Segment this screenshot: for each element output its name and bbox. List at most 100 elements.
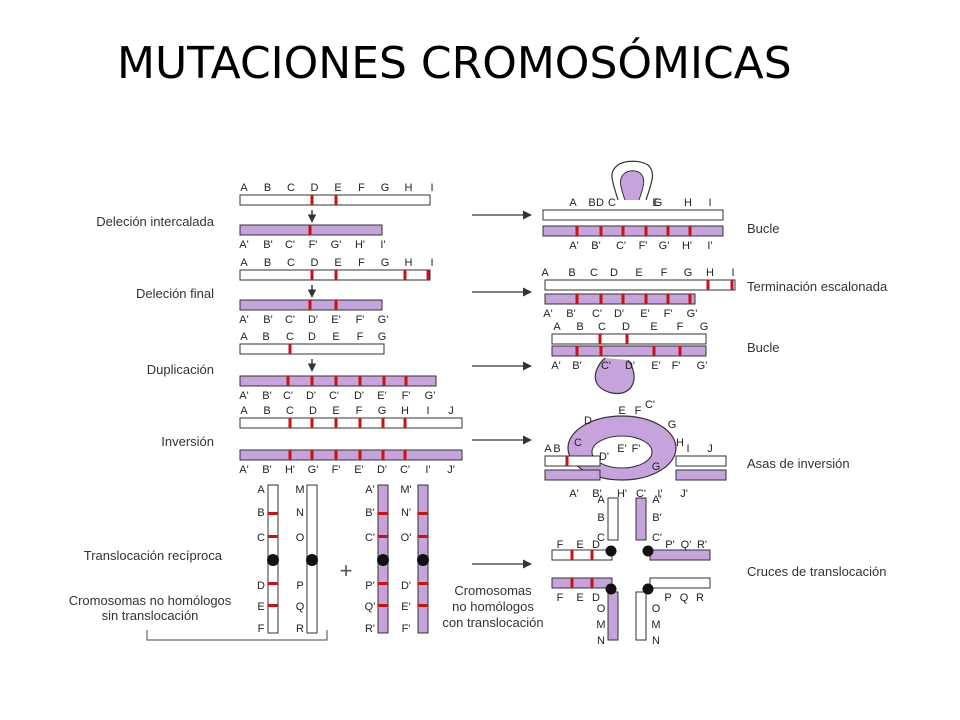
r2-bottom-gene-0: A' [239, 314, 248, 326]
r1-res-bottom-gene-5: H' [682, 240, 692, 252]
r1-bottom-gene-4: G' [331, 239, 342, 251]
r4-top-gene-9: J [448, 405, 454, 417]
r2-top-gene-1: B [264, 257, 271, 269]
r1-bottom-gene-0: A' [239, 239, 248, 251]
r2-bottom-band-0 [308, 300, 312, 310]
r3-res-top-band-1 [625, 334, 629, 344]
c-band-2 [268, 582, 278, 585]
r4-bottom-gene-1: B' [262, 464, 271, 476]
r2-bottom-gene-5: F' [356, 314, 365, 326]
r2-res-bottom-band-3 [644, 294, 648, 304]
x-low-4: Q [680, 592, 689, 604]
r1-bottom-gene-1: B' [263, 239, 272, 251]
x-bot-1: M [596, 619, 605, 631]
r3-res-top-gene-3: D [622, 321, 630, 333]
r4-res-gene-10: A [544, 443, 552, 455]
x-top-0: A [597, 494, 605, 506]
r3-res-bottom-gene-1: B' [572, 360, 581, 372]
r1-top-gene-3: D [311, 182, 319, 194]
r4-res-gene-11: E' [617, 443, 626, 455]
r2-top-band-2 [403, 270, 407, 280]
r4-top-bar [239, 417, 463, 429]
r3-res-bottom-gene-6: G' [697, 360, 708, 372]
r1-bottom-gene-2: C' [285, 239, 295, 251]
plus-sign: + [340, 558, 353, 583]
r4-res-gene-14: G [652, 461, 661, 473]
r3-bottom-band-3 [358, 376, 362, 386]
x-h2-bar [649, 549, 711, 561]
r2-res-top-gene-2: C [590, 267, 598, 279]
x-low-5: R [696, 592, 704, 604]
r3-res-top-gene-6: G [700, 321, 709, 333]
r4-res-gene-2: F [635, 405, 642, 417]
c1-gene-1: B [257, 507, 264, 519]
inversion-loop-inner [591, 435, 653, 469]
x-mid-1: E [576, 539, 583, 551]
r4-top-band-5 [403, 418, 407, 428]
r1-top-gene-0: A [240, 182, 248, 194]
r3-bottom-gene-6: E' [377, 390, 386, 402]
x-h1-band-1 [590, 550, 594, 560]
bucle-loop-1 [611, 160, 654, 201]
r4-bottom-gene-9: J' [447, 464, 455, 476]
r2-top-gene-7: H [405, 257, 413, 269]
r2-res-top-bar [544, 279, 736, 291]
x-centromere-1 [605, 545, 617, 557]
x-low-2: D [592, 592, 600, 604]
c2-gene-5: R [296, 623, 304, 635]
c3-gene-4: Q' [365, 601, 376, 613]
r4-bottom-gene-2: H' [285, 464, 295, 476]
r4-res-gene-b2: H' [617, 488, 627, 500]
r2-res-bottom-band-4 [666, 294, 670, 304]
r2-top-band-1 [334, 270, 338, 280]
r3-bottom-band-4 [382, 376, 386, 386]
r3-res-bottom-gene-4: E' [651, 360, 660, 372]
r3-res-top-gene-4: E [650, 321, 657, 333]
r2-top-gene-2: C [287, 257, 295, 269]
r2-bottom-gene-4: E' [331, 314, 340, 326]
r2-res-top-gene-7: H [706, 267, 714, 279]
r2-bottom-gene-6: G' [378, 314, 389, 326]
r3-top-gene-5: F [357, 331, 364, 343]
r4-bottom-band-5 [403, 450, 407, 460]
r4-res-gene-4: G [668, 419, 677, 431]
x-bot-5: N [652, 635, 660, 647]
r4-res-gene-b4: I' [657, 488, 662, 500]
r1-res-bottom-gene-6: I' [707, 240, 712, 252]
r2-res-bottom-gene-4: E' [640, 308, 649, 320]
r3-res-bottom-band-0 [575, 346, 579, 356]
r4-bottom-gene-3: G' [308, 464, 319, 476]
x-centromere-3 [605, 583, 617, 595]
r1-top-gene-2: C [287, 182, 295, 194]
r3-res-bottom-bar [551, 345, 707, 357]
r1-res-top-gene-2: C [608, 197, 616, 209]
centromere-1 [306, 554, 318, 566]
c1-gene-5: F [258, 623, 265, 635]
c1-gene-2: C [257, 532, 265, 544]
r4-bottom-gene-6: D' [377, 464, 387, 476]
x-v1 [607, 497, 619, 541]
c4-gene-2: O' [401, 532, 412, 544]
c2-gene-1: N [296, 507, 304, 519]
r4-bottom-gene-0: A' [239, 464, 248, 476]
r4-top-gene-2: C [286, 405, 294, 417]
r4-bottom-gene-5: E' [354, 464, 363, 476]
r4-bottom-band-3 [358, 450, 362, 460]
r3-top-gene-3: D [308, 331, 316, 343]
r2-res-top-gene-5: F [661, 267, 668, 279]
r2-res-top-gene-4: E [635, 267, 642, 279]
r4-res-gene-b5: J' [680, 488, 688, 500]
r1-res-bottom-band-4 [666, 226, 670, 236]
r2-res-bottom-band-2 [621, 294, 625, 304]
r1-res-top-gene-6: H [684, 197, 692, 209]
label-inversion: Inversión [161, 434, 214, 449]
r2-top-gene-0: A [240, 257, 248, 269]
x-low-0: F [557, 592, 564, 604]
r4-res-left-band-0 [565, 456, 569, 466]
r1-res-top-gene-1: B [588, 197, 595, 209]
r3-bottom-gene-0: A' [239, 390, 248, 402]
label-no-homologos-con: no homólogos [452, 599, 534, 614]
r2-res-top-gene-0: A [541, 267, 549, 279]
r1-res-top-gene-0: A [569, 197, 577, 209]
centromere-0 [267, 554, 279, 566]
